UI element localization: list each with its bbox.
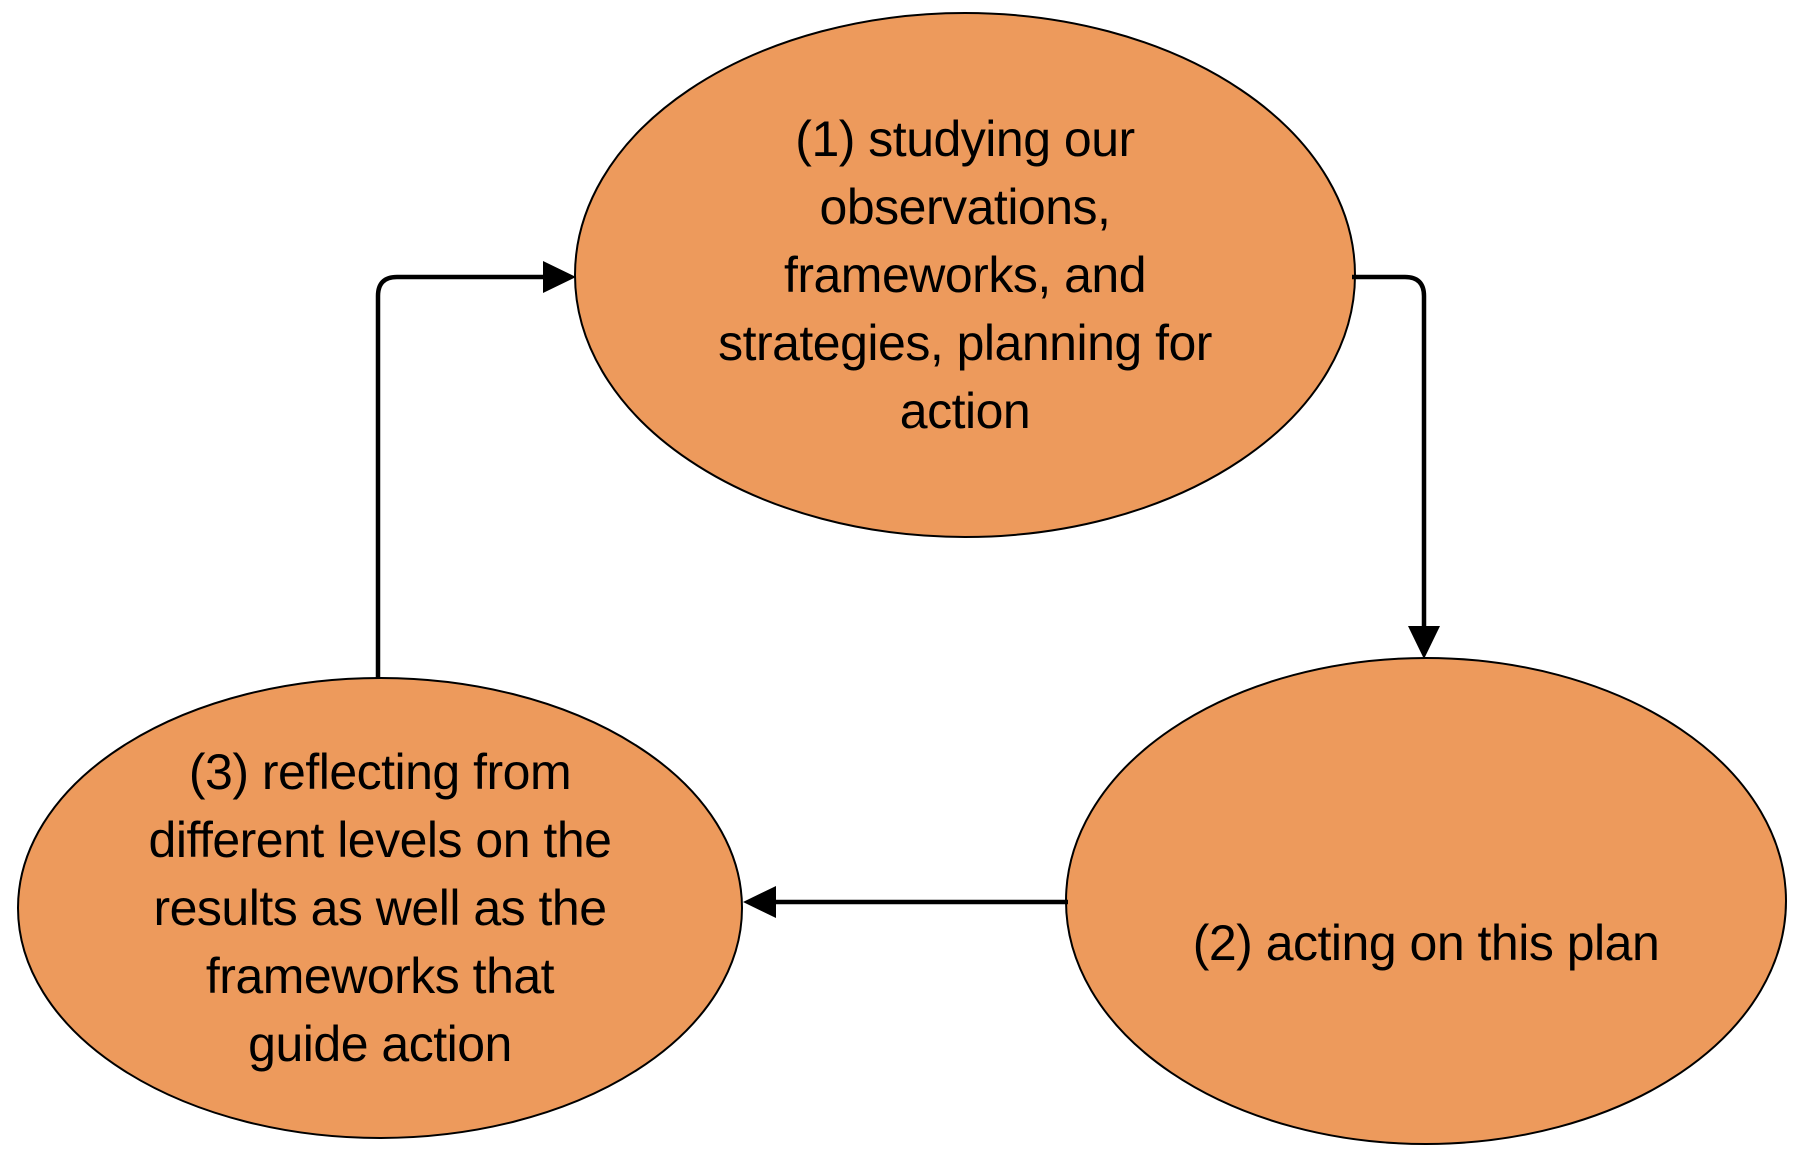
arrow-step1-to-step2-line (1352, 274, 1427, 626)
node3-ellipse (17, 677, 743, 1139)
node1-ellipse (574, 12, 1356, 538)
arrow-step2-to-step3 (743, 886, 1068, 918)
arrow-step2-to-step3-head-icon (743, 886, 776, 918)
arrow-step3-to-step1 (375, 261, 576, 678)
arrow-step3-to-step1-head-icon (543, 261, 576, 293)
arrow-step1-to-step2-head-icon (1408, 626, 1440, 659)
node2-ellipse (1065, 657, 1787, 1145)
arrow-step3-to-step1-line (375, 274, 543, 678)
arrow-step1-to-step2 (1352, 274, 1440, 659)
